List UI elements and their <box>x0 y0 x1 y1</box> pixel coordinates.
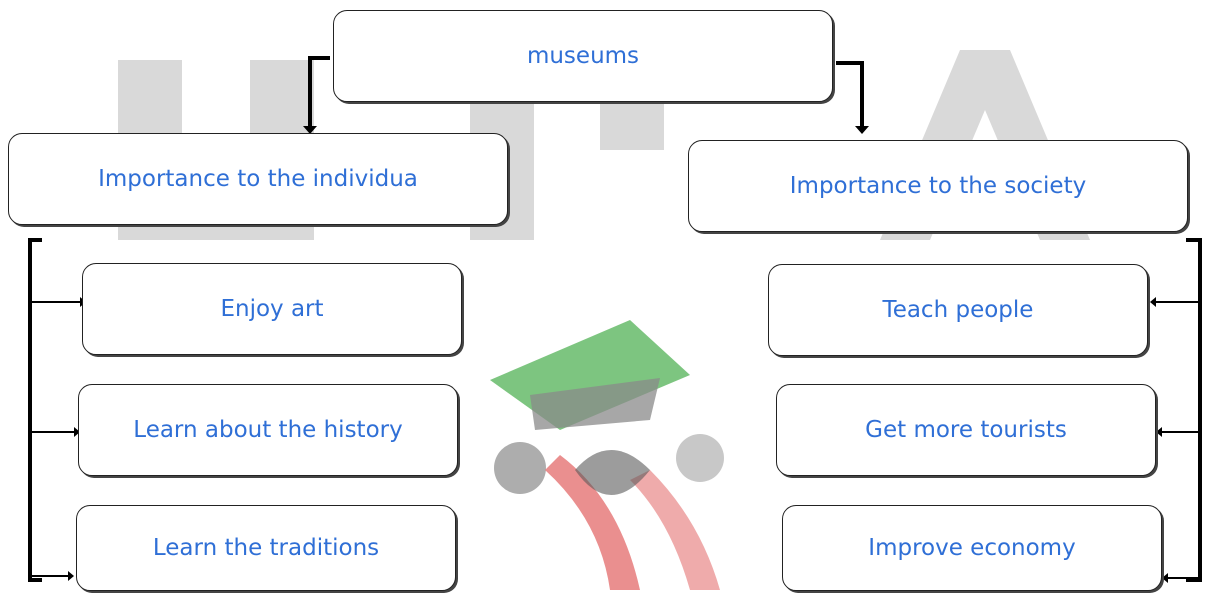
item-teach-people: Teach people <box>768 264 1148 356</box>
item-label: Learn the traditions <box>152 535 380 561</box>
item-improve-economy: Improve economy <box>782 505 1162 591</box>
item-label: Get more tourists <box>865 417 1067 443</box>
root-label: museums <box>526 43 640 69</box>
item-label: Teach people <box>882 297 1034 323</box>
branch-society-label: Importance to the society <box>789 173 1087 199</box>
branch-society-node: Importance to the society <box>688 140 1188 232</box>
branch-individual-label: Importance to the individua <box>98 166 418 192</box>
item-label: Improve economy <box>868 535 1076 561</box>
item-enjoy-art: Enjoy art <box>82 263 462 355</box>
root-node: museums <box>333 10 833 102</box>
logo-icon <box>490 320 724 590</box>
item-learn-traditions: Learn the traditions <box>76 505 456 591</box>
branch-individual-node: Importance to the individua <box>8 133 508 225</box>
item-learn-history: Learn about the history <box>78 384 458 476</box>
item-label: Enjoy art <box>220 296 324 322</box>
item-label: Learn about the history <box>133 417 403 443</box>
item-get-tourists: Get more tourists <box>776 384 1156 476</box>
